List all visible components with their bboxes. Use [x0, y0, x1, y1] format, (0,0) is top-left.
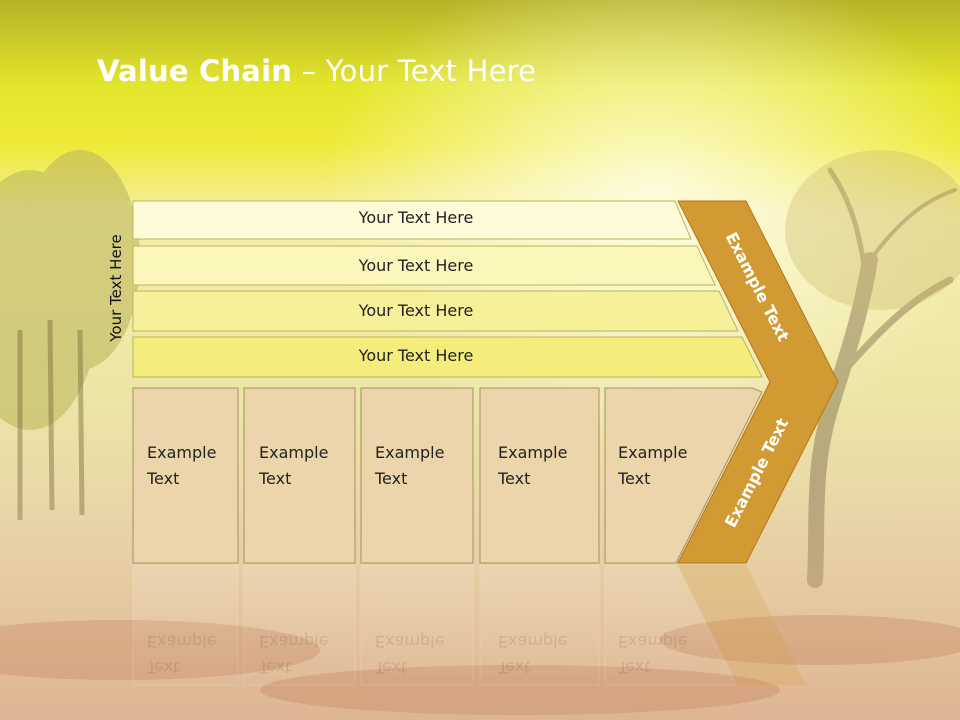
column-label-3-line1: Example — [375, 443, 445, 462]
column-box-2 — [243, 387, 356, 564]
row-bar-4 — [132, 336, 763, 378]
column-label-1: Example Text — [147, 440, 216, 492]
column-label-1-line1: Example — [147, 443, 217, 462]
column-box-3 — [360, 387, 474, 564]
column-label-1-line2: Text — [147, 469, 180, 488]
column-label-5-line1: Example — [618, 443, 688, 462]
row-label-1: Your Text Here — [358, 208, 474, 227]
column-label-4-line1: Example — [498, 443, 568, 462]
row-bar-2 — [132, 245, 716, 286]
slide-title: Value Chain – Your Text Here — [97, 54, 536, 88]
column-label-2-line1: Example — [259, 443, 329, 462]
title-bold: Value Chain — [97, 54, 293, 88]
row-bar-1 — [132, 200, 692, 240]
row-label-3: Your Text Here — [358, 301, 474, 320]
chevron-arrow — [677, 200, 839, 564]
column-label-3-line2: Text — [375, 469, 408, 488]
column-box-1 — [132, 387, 239, 564]
column-label-5: Example Text — [618, 440, 687, 492]
column-label-4: Example Text — [498, 440, 567, 492]
title-rest: – Your Text Here — [292, 54, 537, 88]
row-label-2: Your Text Here — [358, 256, 474, 275]
column-box-5 — [604, 387, 763, 564]
column-box-4 — [479, 387, 600, 564]
reflection — [132, 564, 806, 686]
column-label-3: Example Text — [375, 440, 444, 492]
row-bar-3 — [132, 290, 739, 332]
row-label-4: Your Text Here — [358, 346, 474, 365]
column-label-2: Example Text — [259, 440, 328, 492]
column-label-5-line2: Text — [618, 469, 651, 488]
column-label-4-line2: Text — [498, 469, 531, 488]
column-label-2-line2: Text — [259, 469, 292, 488]
